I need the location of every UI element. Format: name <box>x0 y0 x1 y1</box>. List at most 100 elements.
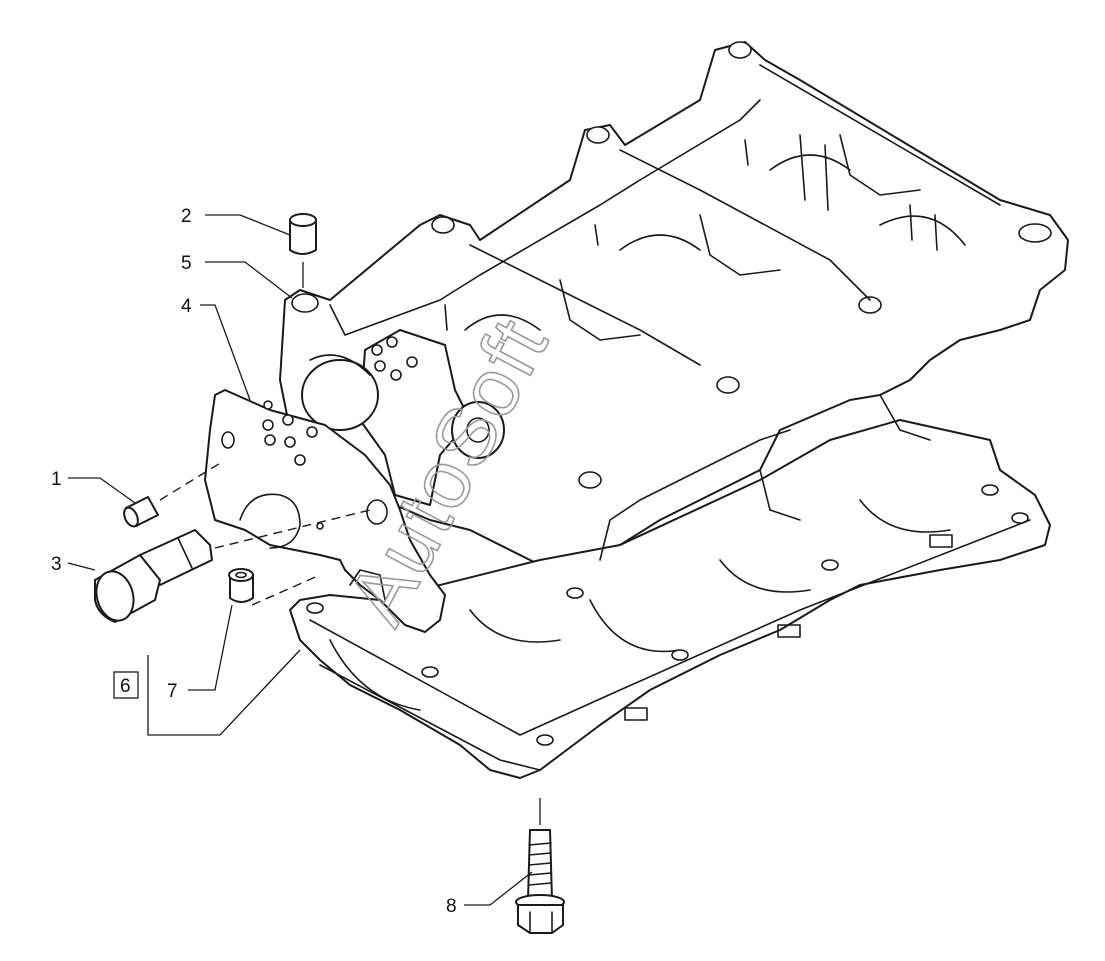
leader-assembly <box>147 649 301 736</box>
bolt-head-facets <box>529 911 553 934</box>
bolt-thread <box>528 842 552 886</box>
bearing-saddle-2 <box>469 609 561 643</box>
cover-plate-hole <box>284 436 296 448</box>
pump-mount-hole <box>406 356 418 368</box>
dowel-pin-left-end <box>123 506 139 528</box>
bushing-axis <box>251 574 321 606</box>
cover-plate-shaft-hole <box>366 499 388 525</box>
bearing-saddle-4 <box>719 559 811 593</box>
flange-hole <box>306 602 324 614</box>
leader-lines <box>67 214 533 906</box>
leader-5 <box>205 261 293 299</box>
bushing-body <box>229 574 254 603</box>
bearing-saddle-5 <box>859 499 951 533</box>
web-rib <box>909 204 913 241</box>
web-rib <box>934 214 938 251</box>
web-rib <box>799 134 806 201</box>
flange-tab <box>929 534 953 548</box>
flange-tab <box>777 624 801 638</box>
bushing-bore <box>235 571 247 579</box>
pump-mount-hole <box>371 344 383 356</box>
dowel-pin-top <box>289 213 317 288</box>
pump-mount-hole <box>386 336 398 348</box>
boss-hole <box>1018 223 1052 243</box>
leader-7 <box>188 604 233 691</box>
bolt-head <box>517 904 564 934</box>
bulkhead-line <box>839 134 921 196</box>
boss-hole <box>858 296 882 314</box>
cover-plate-body <box>204 389 446 633</box>
relief-valve-plug <box>94 509 371 623</box>
dowel-pin-left <box>123 461 223 528</box>
boss-hole <box>586 126 610 144</box>
callout-6-box <box>113 671 139 699</box>
bulkhead-line <box>619 149 871 301</box>
plug-head-face <box>95 570 135 622</box>
flange-hole <box>566 587 584 599</box>
pump-mount-hole <box>374 360 386 372</box>
cover-plate-cutout <box>239 493 301 549</box>
leader-1 <box>68 477 136 504</box>
flange-hole <box>421 666 439 678</box>
boss-hole <box>728 41 752 59</box>
bulkhead-line <box>759 64 1001 206</box>
dowel-pin-top-end <box>289 213 317 227</box>
plug-axis <box>214 509 371 549</box>
flange-hole <box>536 734 554 746</box>
bulkhead-line <box>699 214 781 276</box>
cover-plate-hole <box>264 434 276 446</box>
flange-inner-edge <box>309 519 1031 736</box>
lower-bearing-web <box>879 394 931 441</box>
web-rib <box>824 144 829 211</box>
bulkhead-line <box>329 99 761 336</box>
bushing <box>228 568 321 606</box>
flange-hole <box>821 559 839 571</box>
lower-bearing-web <box>759 469 801 521</box>
boss-hole <box>578 471 602 489</box>
boss-hole <box>716 376 740 394</box>
cover-plate-hole <box>306 426 318 438</box>
bulkhead-line <box>559 279 641 341</box>
cover-plate-hole <box>262 419 274 431</box>
leader-2 <box>205 214 291 236</box>
pump-cover-plate <box>204 389 446 633</box>
pump-mount-pad <box>359 329 471 506</box>
leader-4 <box>200 304 251 401</box>
dowel-pin-top-body <box>289 219 317 255</box>
boss-hole <box>431 216 455 234</box>
cylinder-bore-arc <box>879 215 966 246</box>
bearing-saddle-1 <box>329 639 421 711</box>
flange-tab <box>624 707 648 721</box>
callout-2: 2 <box>181 206 192 227</box>
callouts: 1 2 3 4 5 6 7 8 <box>51 206 457 917</box>
web-rib <box>594 224 599 246</box>
cover-plate-dowel-hole <box>221 431 235 449</box>
cover-plate-notch <box>349 569 386 601</box>
web-rib <box>444 304 448 331</box>
cylinder-bore-arc <box>769 154 851 171</box>
plug-shaft-ring <box>177 537 193 569</box>
leader-3 <box>67 562 96 571</box>
cover-plate-hole <box>294 454 306 466</box>
lower-bearing-web <box>599 429 791 561</box>
crankcase-lower-flange <box>289 419 1051 779</box>
callout-5: 5 <box>181 253 192 274</box>
cylinder-bore-arc <box>619 234 701 251</box>
flange-lower-edge <box>319 664 541 771</box>
dowel-pin-left-axis <box>159 461 223 501</box>
callout-7: 7 <box>167 681 178 702</box>
cover-plate-hole <box>263 400 273 410</box>
callout-1: 1 <box>51 469 62 490</box>
boss-hole <box>291 293 319 313</box>
callout-3: 3 <box>51 554 62 575</box>
flange-hole <box>671 649 689 661</box>
callout-4: 4 <box>181 296 192 317</box>
web-rib <box>744 139 749 166</box>
pump-housing-arc <box>309 354 371 376</box>
pump-mount-bore <box>466 417 490 443</box>
flange-hole <box>1011 512 1029 524</box>
cylinder-bore-arc <box>464 314 541 331</box>
callout-8: 8 <box>446 896 457 917</box>
callout-6: 6 <box>120 676 131 697</box>
